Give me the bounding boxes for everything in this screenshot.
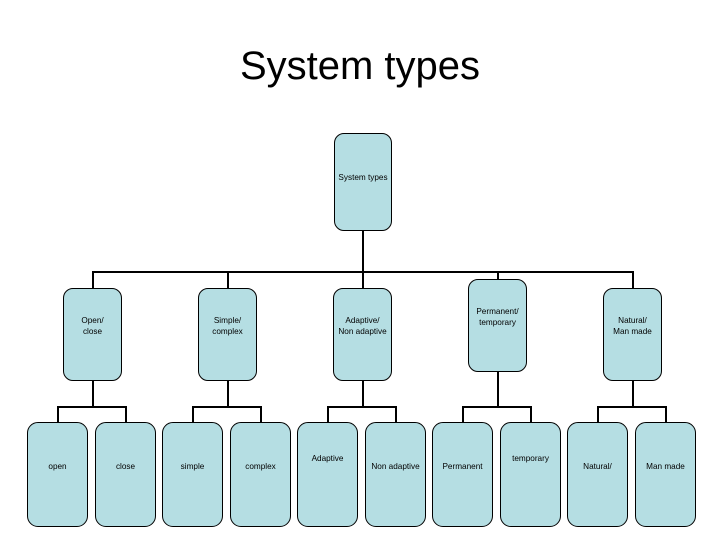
connector-branch-1-drop-left [57,406,59,423]
node-branch-2-label-line1: Simple/ [213,316,242,325]
node-leaf-natural[interactable]: Natural/ [567,422,628,527]
connector-branch-1-bus [57,406,127,408]
node-root[interactable]: System types [334,133,392,231]
node-leaf-non-adaptive-label: Non adaptive [371,462,420,471]
node-branch-5[interactable]: Natural/ Man made [603,288,662,381]
connector-branch-4-stem [497,372,499,407]
node-leaf-temporary-label: temporary [512,454,549,463]
connector-branch-1-stem [92,381,94,407]
node-leaf-man-made-label: Man made [646,462,685,471]
connector-branch-2-drop-right [260,406,262,423]
node-leaf-man-made[interactable]: Man made [635,422,696,527]
node-branch-2-label-line2: complex [212,327,243,336]
connector-drop-branch-1 [92,271,94,288]
connector-branch-2-bus [192,406,262,408]
node-leaf-close-label: close [115,462,136,471]
node-leaf-adaptive-label: Adaptive [311,454,344,463]
node-branch-4-label-line1: Permanent/ [476,307,519,316]
page-title: System types [239,44,481,88]
connector-branch-5-bus [597,406,667,408]
node-branch-3-label-line2: Non adaptive [338,327,387,336]
node-branch-4[interactable]: Permanent/ temporary [468,279,527,372]
node-leaf-permanent[interactable]: Permanent [432,422,493,527]
node-leaf-temporary[interactable]: temporary [500,422,561,527]
connector-drop-branch-2 [227,271,229,288]
connector-branch-2-drop-left [192,406,194,423]
node-branch-1-label-line2: close [82,327,103,336]
node-leaf-adaptive[interactable]: Adaptive [297,422,358,527]
connector-branch-4-bus [462,406,532,408]
connector-branch-4-drop-left [462,406,464,423]
connector-branch-1-drop-right [125,406,127,423]
connector-branch-3-drop-left [327,406,329,423]
connector-branch-3-bus [327,406,397,408]
node-leaf-complex-label: complex [245,462,276,471]
connector-branch-5-drop-left [597,406,599,423]
node-root-label: System types [338,173,388,182]
node-branch-5-label-line2: Man made [613,327,652,336]
node-leaf-open-label: open [48,462,67,471]
node-branch-1-label-line1: Open/ [81,316,104,325]
connector-branch-3-drop-right [395,406,397,423]
node-branch-1[interactable]: Open/ close [63,288,122,381]
node-branch-4-label-line2: temporary [479,318,516,327]
node-leaf-close[interactable]: close [95,422,156,527]
node-leaf-permanent-label: Permanent [442,462,483,471]
connector-branch-3-stem [362,381,364,407]
node-branch-5-label-line1: Natural/ [618,316,647,325]
connector-branch-5-drop-right [665,406,667,423]
connector-drop-branch-5 [632,271,634,288]
connector-drop-branch-4 [497,271,499,279]
node-leaf-natural-label: Natural/ [583,462,612,471]
connector-branch-2-stem [227,381,229,407]
connector-branch-5-stem [632,381,634,407]
connector-drop-branch-3 [362,271,364,288]
connector-root-stem [362,231,364,272]
node-branch-2[interactable]: Simple/ complex [198,288,257,381]
node-leaf-non-adaptive[interactable]: Non adaptive [365,422,426,527]
node-branch-3[interactable]: Adaptive/ Non adaptive [333,288,392,381]
node-leaf-simple-label: simple [180,462,205,471]
node-leaf-complex[interactable]: complex [230,422,291,527]
connector-branch-4-drop-right [530,406,532,423]
node-leaf-simple[interactable]: simple [162,422,223,527]
node-leaf-open[interactable]: open [27,422,88,527]
node-branch-3-label-line1: Adaptive/ [345,316,380,325]
